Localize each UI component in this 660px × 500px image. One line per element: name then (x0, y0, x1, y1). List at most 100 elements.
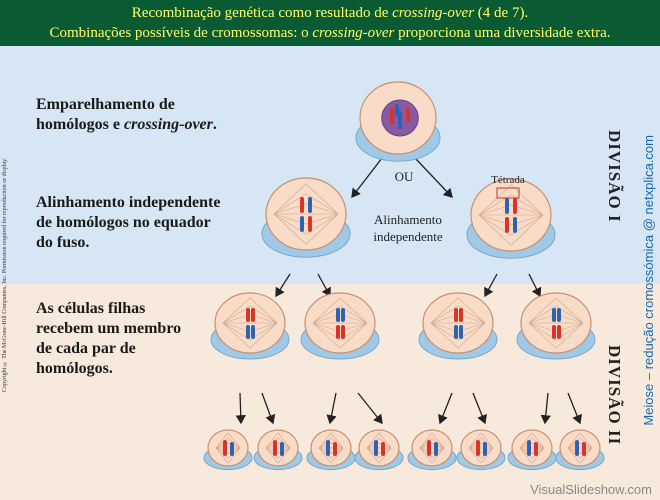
chromosome (454, 308, 458, 322)
spindle-fiber (431, 447, 445, 464)
spindle-fiber (273, 183, 307, 215)
chromosome (230, 442, 234, 456)
spindle-fiber (419, 447, 433, 459)
spindle-fiber (222, 322, 251, 332)
daughter-cell-4 (354, 429, 404, 471)
chromosome (395, 104, 399, 116)
spindle-fiber (265, 432, 279, 449)
spindle-fiber (531, 432, 545, 449)
spindle-fiber (519, 437, 533, 449)
spindle-fiber (312, 297, 341, 324)
spindle-fiber (273, 213, 307, 245)
chromosome (280, 442, 284, 456)
chromosome (513, 198, 517, 214)
divisao-i-label: DIVISÃO I (605, 130, 624, 223)
spindle-fiber (579, 432, 593, 449)
chromosome (483, 442, 487, 456)
chromosome (223, 440, 227, 456)
spindle-fiber (330, 437, 344, 449)
daughter-cell-6 (456, 429, 506, 471)
arrow (261, 392, 276, 425)
spindle-fiber (265, 447, 279, 459)
spindle-fiber (222, 314, 251, 324)
spindle-fiber (531, 437, 545, 449)
spindle-fiber (222, 305, 251, 324)
spindle-fiber (339, 297, 368, 324)
chromosome (434, 442, 438, 456)
chromosome (575, 440, 579, 456)
chromosome (336, 308, 340, 322)
spindle-fiber (480, 447, 494, 464)
spindle-fiber (567, 437, 581, 449)
arrow (438, 392, 453, 425)
arrow (326, 392, 337, 425)
chromosome (406, 108, 410, 122)
spindle-fiber (305, 183, 339, 215)
chromosome (459, 308, 463, 322)
spindle-fiber (305, 193, 339, 215)
daughter-cell-8 (555, 429, 605, 471)
chromosome (326, 440, 330, 456)
chromosome (534, 442, 538, 456)
spindle-fiber (273, 193, 307, 215)
spindle-fiber (222, 322, 251, 341)
header-title: Recombinação genética como resultado de … (131, 5, 529, 21)
spindle-fiber (430, 322, 459, 349)
spindle-fiber (277, 437, 291, 449)
chromosome (459, 325, 463, 339)
spindle-fiber (555, 297, 584, 324)
watermark: VisualSlideshow.com (530, 482, 652, 497)
spindle-fiber (318, 432, 332, 449)
slide-header: Recombinação genética como resultado de … (0, 0, 660, 46)
daughter-cell-2 (253, 429, 303, 471)
chromosome (527, 440, 531, 456)
chromosome (381, 442, 385, 456)
cell-metaphase-ii-3 (418, 292, 498, 360)
spindle-fiber (430, 305, 459, 324)
spindle-fiber (579, 437, 593, 449)
arrow (275, 273, 291, 298)
spindle-fiber (312, 322, 341, 341)
spindle-fiber (457, 322, 486, 349)
spindle-fiber (312, 314, 341, 324)
spindle-fiber (528, 322, 557, 332)
spindle-fiber (222, 297, 251, 324)
spindle-fiber (318, 447, 332, 459)
spindle-fiber (531, 447, 545, 464)
spindle-fiber (366, 437, 380, 449)
daughter-cell-3 (306, 429, 356, 471)
spindle-fiber (249, 322, 278, 349)
cell-metaphase-i-left (261, 177, 351, 258)
chromosome (552, 325, 556, 339)
daughter-cell-5 (407, 429, 457, 471)
spindle-fiber (215, 432, 229, 449)
arrow (540, 392, 551, 425)
cell-metaphase-ii-2 (300, 292, 380, 360)
spindle-fiber (468, 437, 482, 449)
spindle-fiber (277, 447, 291, 464)
spindle-fiber (510, 214, 544, 246)
spindle-fiber (519, 447, 533, 464)
chromosome (505, 198, 509, 214)
chromosome (582, 442, 586, 456)
spindle-fiber (312, 322, 341, 349)
chromosome (341, 325, 345, 339)
spindle-fiber (366, 447, 380, 464)
independente-label: independente (373, 229, 443, 244)
spindle-fiber (528, 322, 557, 349)
arrow (484, 273, 498, 298)
arrow (567, 392, 582, 425)
cell-prophase (355, 81, 441, 162)
arrow (357, 392, 383, 425)
chromosome (251, 325, 255, 339)
chromosome (552, 308, 556, 322)
chromosome (427, 440, 431, 456)
chromosome (513, 217, 517, 233)
chromosome (476, 440, 480, 456)
spindle-fiber (227, 447, 241, 464)
chromosome (336, 325, 340, 339)
spindle-fiber (305, 213, 339, 245)
alinhamento-label: Alinhamento (374, 212, 442, 227)
spindle-fiber (330, 432, 344, 449)
